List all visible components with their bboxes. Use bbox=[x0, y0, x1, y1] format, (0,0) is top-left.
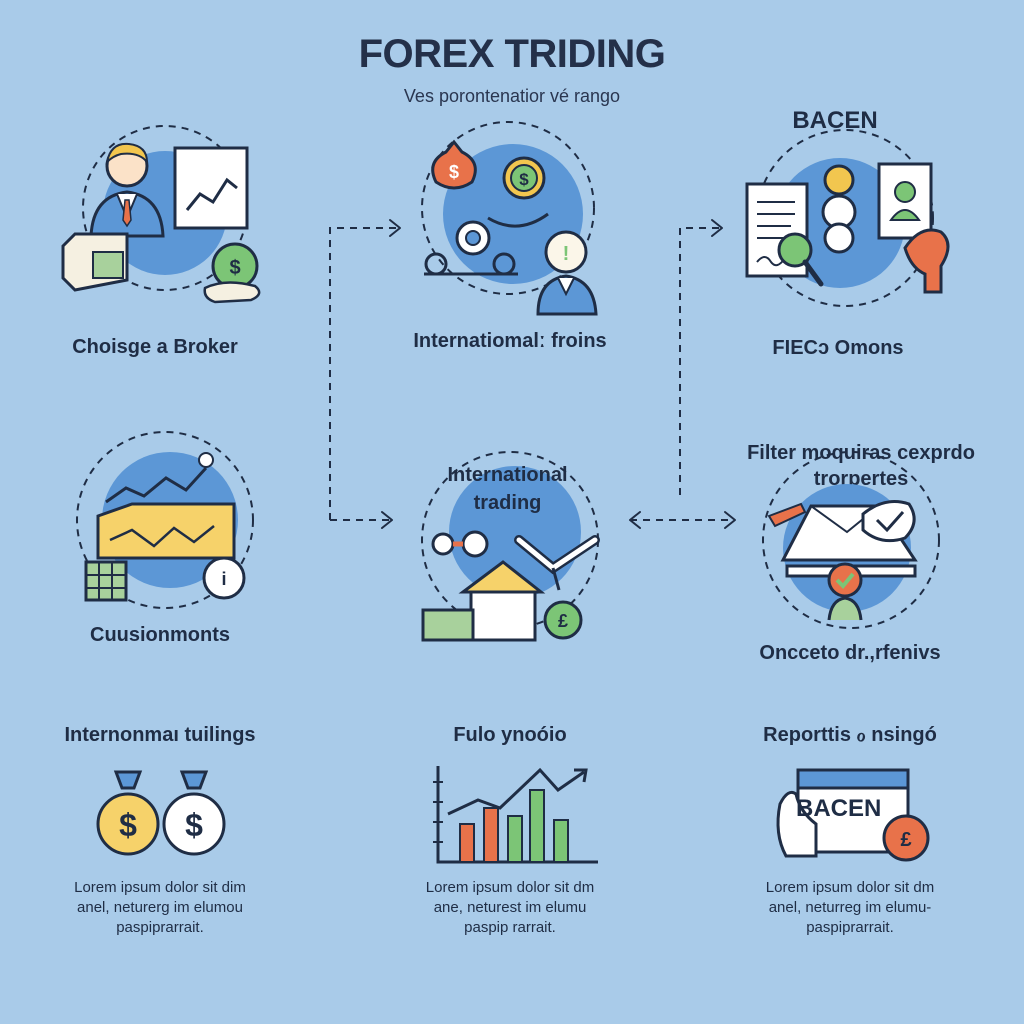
international-top-illustration: $ $ ! bbox=[421, 121, 598, 316]
bacen-report-icon: £ bbox=[776, 768, 930, 862]
bacen-heading: BACEN bbox=[792, 107, 878, 134]
connector-center-bacen bbox=[679, 227, 722, 495]
filter-bottom-label: Onccetо dr.,rfenivs bbox=[759, 642, 941, 664]
bacen-badge: BACEN bbox=[796, 795, 882, 822]
bottom-col2-text3: paspip rarrait. bbox=[464, 919, 556, 936]
center-label-line1: International bbox=[447, 464, 568, 486]
bacen-illustration bbox=[745, 129, 950, 307]
cuusionmonts-label: Cuusionmonts bbox=[90, 624, 230, 646]
page-title: FOREX TRIDING bbox=[358, 32, 666, 76]
filter-label-line1: Filter moquiras cexprdo bbox=[747, 442, 975, 464]
cuusionmonts-illustration: i bbox=[76, 431, 254, 609]
bottom-col3-text2: anel, neturreg im elumu- bbox=[768, 899, 932, 916]
bottom-col2-heading: Fulo ynoóio bbox=[453, 724, 567, 746]
svg-text:$: $ bbox=[119, 807, 137, 843]
arrowhead bbox=[724, 511, 736, 529]
bottom-col3-heading: Reporttis ℴ nsingó bbox=[763, 724, 937, 746]
arrowhead bbox=[629, 511, 641, 529]
filter-label-line2: trorpertes bbox=[813, 468, 909, 490]
svg-text:$: $ bbox=[519, 170, 529, 189]
svg-text:$: $ bbox=[185, 807, 203, 843]
bar-chart-icon bbox=[433, 766, 598, 864]
international-trading-illustration: £ bbox=[421, 451, 600, 642]
bottom-col1-text3: paspiprarrait. bbox=[116, 919, 204, 936]
page-subtitle: Ves porontenatior vé rango bbox=[403, 86, 621, 106]
svg-text:£: £ bbox=[558, 611, 568, 631]
svg-text:i: i bbox=[221, 569, 226, 589]
bottom-col1-text1: Lorem ipsum dolor sit dim bbox=[74, 879, 246, 896]
arrowhead bbox=[381, 511, 393, 529]
bacen-label: FIECɔ Omons bbox=[772, 337, 904, 359]
broker-label: Choisge a Broker bbox=[72, 336, 238, 358]
svg-text:$: $ bbox=[229, 257, 240, 279]
bottom-col2-text2: ane, neturest im elumu bbox=[433, 899, 587, 916]
bottom-col1-text2: anel, neturerg im elumou bbox=[77, 899, 243, 916]
arrowhead bbox=[389, 219, 401, 237]
arrowhead bbox=[711, 219, 723, 237]
svg-text:£: £ bbox=[900, 829, 911, 851]
center-label-line2: trading bbox=[473, 492, 542, 514]
svg-text:$: $ bbox=[449, 162, 459, 182]
connector-left-top bbox=[329, 227, 400, 520]
bottom-col1-heading: Internonmaı tuilings bbox=[64, 724, 256, 746]
international-top-label: Internatiomalː froins bbox=[413, 330, 607, 352]
svg-text:!: ! bbox=[563, 243, 570, 265]
broker-illustration: $ bbox=[61, 125, 261, 304]
bottom-col3-text1: Lorem ipsum dolor sit dm bbox=[765, 879, 935, 896]
bottom-col2-text1: Lorem ipsum dolor sit dm bbox=[425, 879, 595, 896]
filter-illustration bbox=[762, 451, 940, 629]
bottom-col3-text3: paspiprarrait. bbox=[806, 919, 894, 936]
money-bags-icon: $ $ bbox=[96, 770, 226, 856]
